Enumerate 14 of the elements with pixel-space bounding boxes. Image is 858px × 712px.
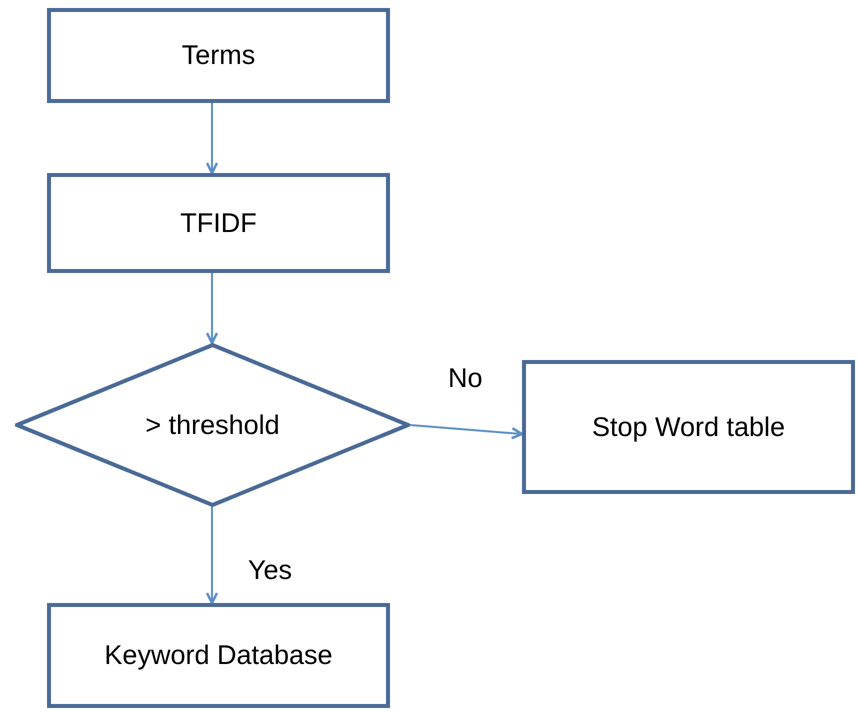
process-box <box>522 360 855 494</box>
process-box <box>47 8 390 103</box>
node-label: TFIDF <box>180 208 257 238</box>
node-label: Terms <box>182 40 256 71</box>
arrow <box>206 273 218 344</box>
process-box <box>47 173 390 273</box>
node-label: Stop Word table <box>592 412 786 442</box>
node-label: Keyword Database <box>104 640 333 671</box>
arrow <box>410 424 524 440</box>
arrow <box>206 103 218 174</box>
arrow <box>206 507 218 604</box>
process-box <box>47 603 390 708</box>
decision-diamond <box>15 343 410 507</box>
node-label: > threshold <box>145 410 280 440</box>
